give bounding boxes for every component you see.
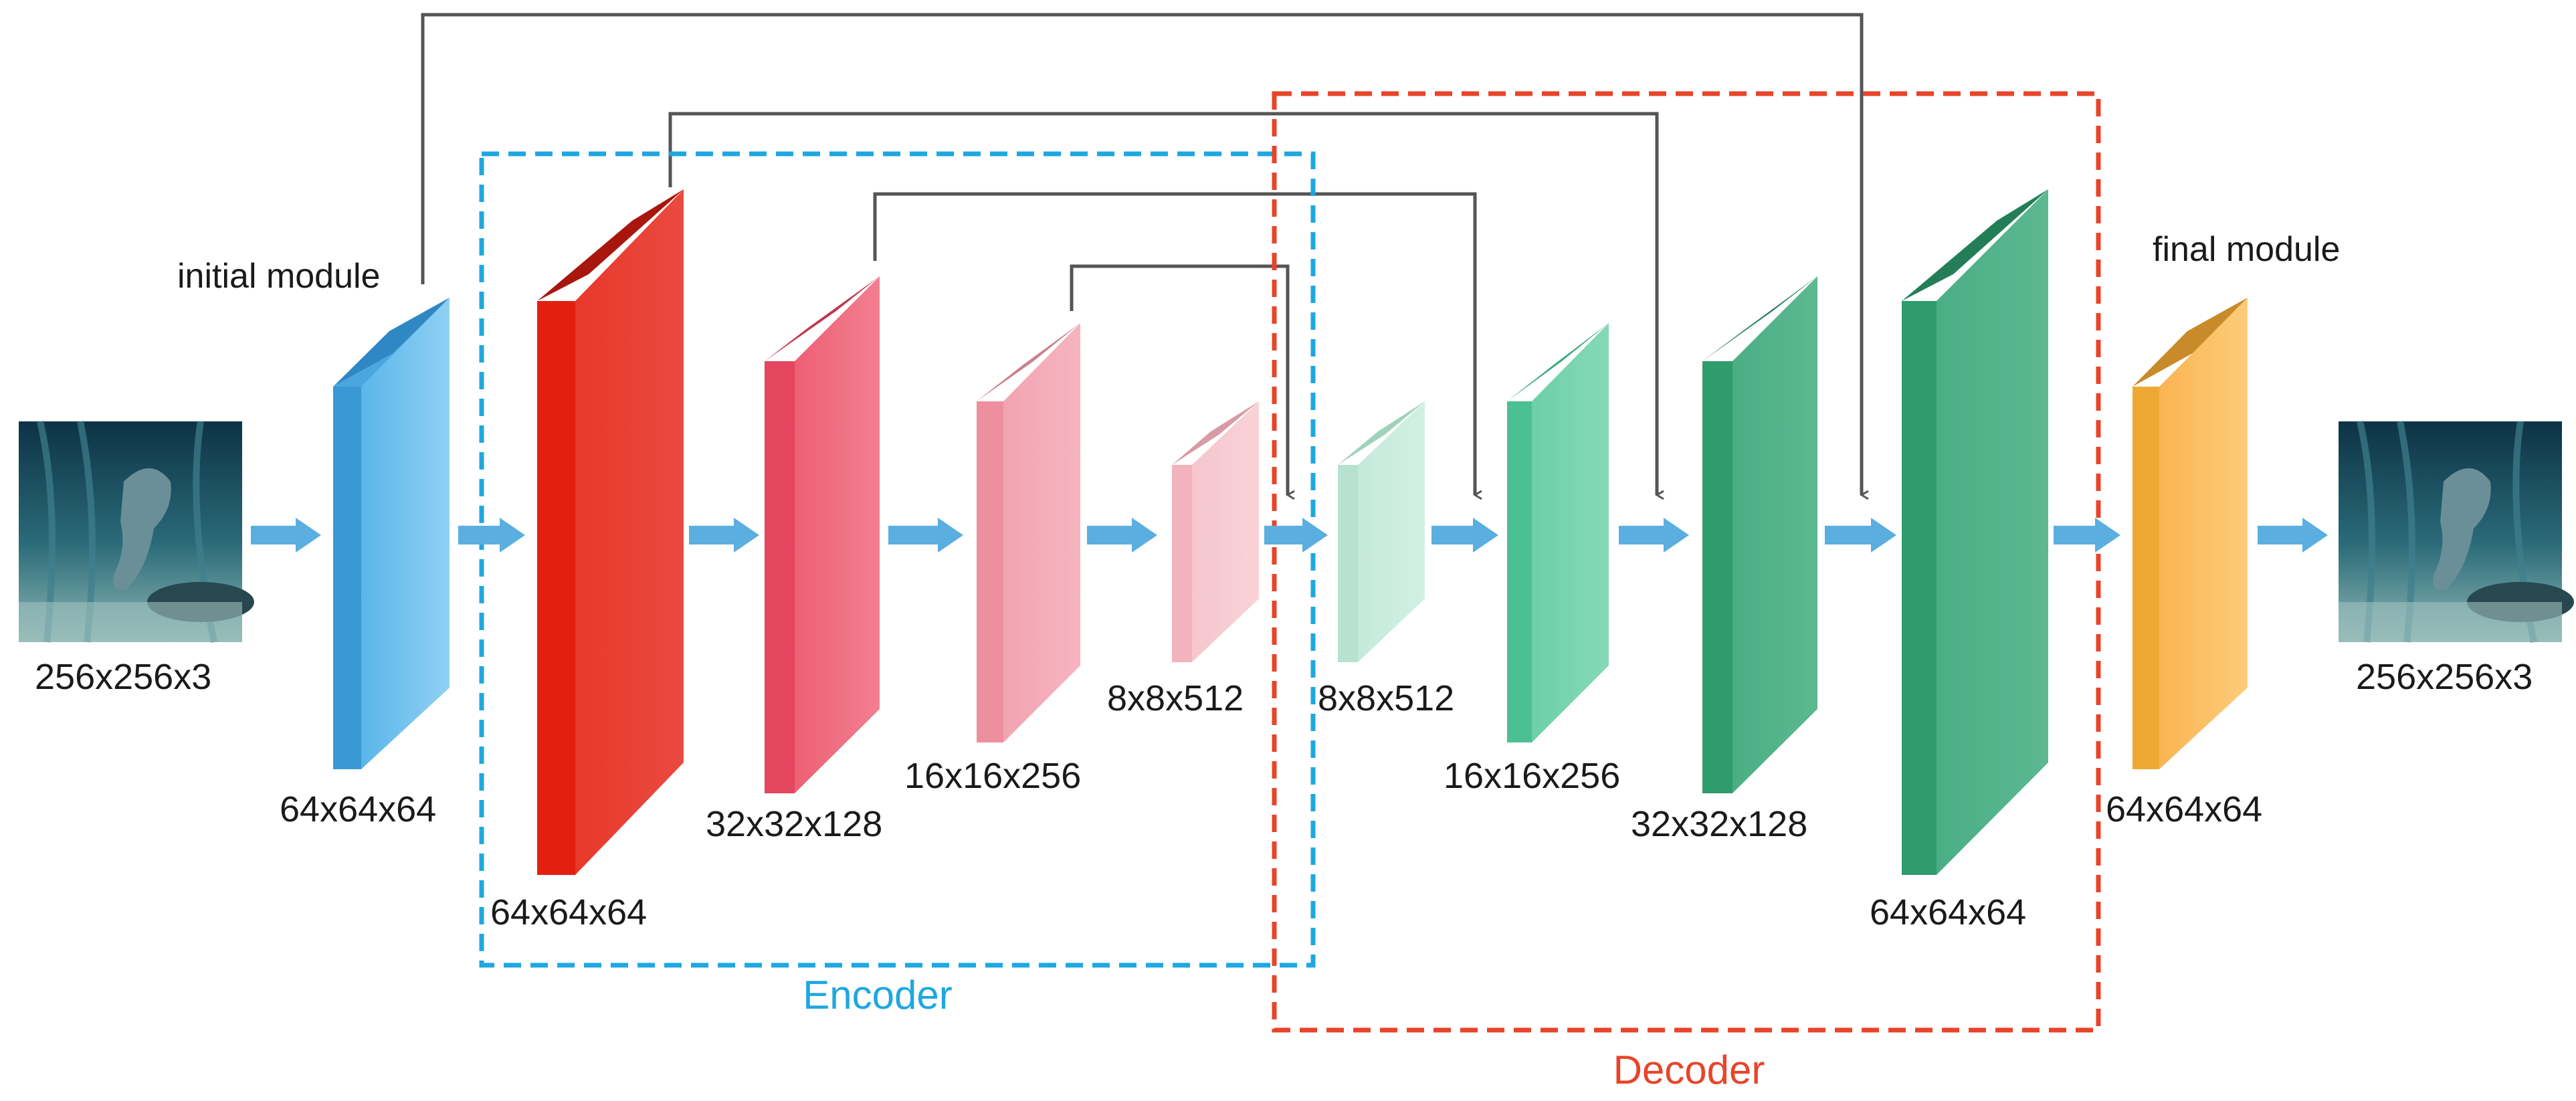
flow-arrow (1431, 518, 1498, 553)
input-dims-label: 256x256x3 (35, 657, 211, 697)
flow-arrow (1087, 518, 1157, 553)
skip-connection-line (1070, 264, 1288, 495)
encoder-title: Encoder (803, 973, 952, 1017)
skip-connection-line (421, 13, 1862, 495)
flow-arrow (888, 518, 963, 553)
flow-arrow (1264, 518, 1328, 553)
skip-connection-line (668, 112, 1657, 495)
initial-module-dims-label: 64x64x64 (280, 789, 436, 829)
decoder-block-4 (1902, 189, 2048, 875)
decoder-title: Decoder (1613, 1047, 1765, 1092)
skip-connection-line (873, 192, 1475, 495)
final-module-title: final module (2153, 230, 2340, 269)
decoder-block-3 (1702, 276, 1817, 793)
flow-arrow (458, 518, 525, 553)
flow-arrow (689, 518, 759, 553)
initial-module-title: initial module (177, 257, 381, 296)
skip-connections (421, 13, 1862, 495)
encoder-block-4 (1172, 401, 1259, 662)
decoder-block-3-label: 32x32x128 (1631, 804, 1807, 844)
flow-arrow (1825, 518, 1896, 553)
input-image (19, 420, 254, 643)
final-module-dims-label: 64x64x64 (2106, 789, 2262, 829)
encoder-block-1-label: 64x64x64 (490, 892, 647, 932)
encoder-block-3 (977, 323, 1080, 742)
flow-arrow (1619, 518, 1689, 553)
output-image (2339, 420, 2574, 643)
decoder-block-2 (1507, 323, 1609, 742)
initial-module-block (333, 298, 450, 769)
encoder-block-2-label: 32x32x128 (706, 804, 882, 844)
decoder-block-2-label: 16x16x256 (1444, 756, 1620, 796)
output-dims-label: 256x256x3 (2356, 657, 2533, 697)
flow-arrows (251, 518, 2328, 553)
decoder-block-1-label: 8x8x512 (1318, 678, 1454, 718)
encoder-block-2 (765, 276, 880, 793)
encoder-block-1 (537, 189, 684, 875)
final-module-block (2133, 298, 2248, 769)
encoder-box (479, 151, 1316, 968)
flow-arrow (2258, 518, 2328, 553)
flow-arrow (2054, 518, 2120, 553)
flow-arrow (251, 518, 321, 553)
decoder-box (1272, 91, 2101, 1033)
decoder-block-4-label: 64x64x64 (1870, 892, 2026, 932)
encoder-block-3-label: 16x16x256 (904, 756, 1081, 796)
encoder-block-4-label: 8x8x512 (1107, 678, 1244, 718)
decoder-block-1 (1338, 401, 1425, 662)
